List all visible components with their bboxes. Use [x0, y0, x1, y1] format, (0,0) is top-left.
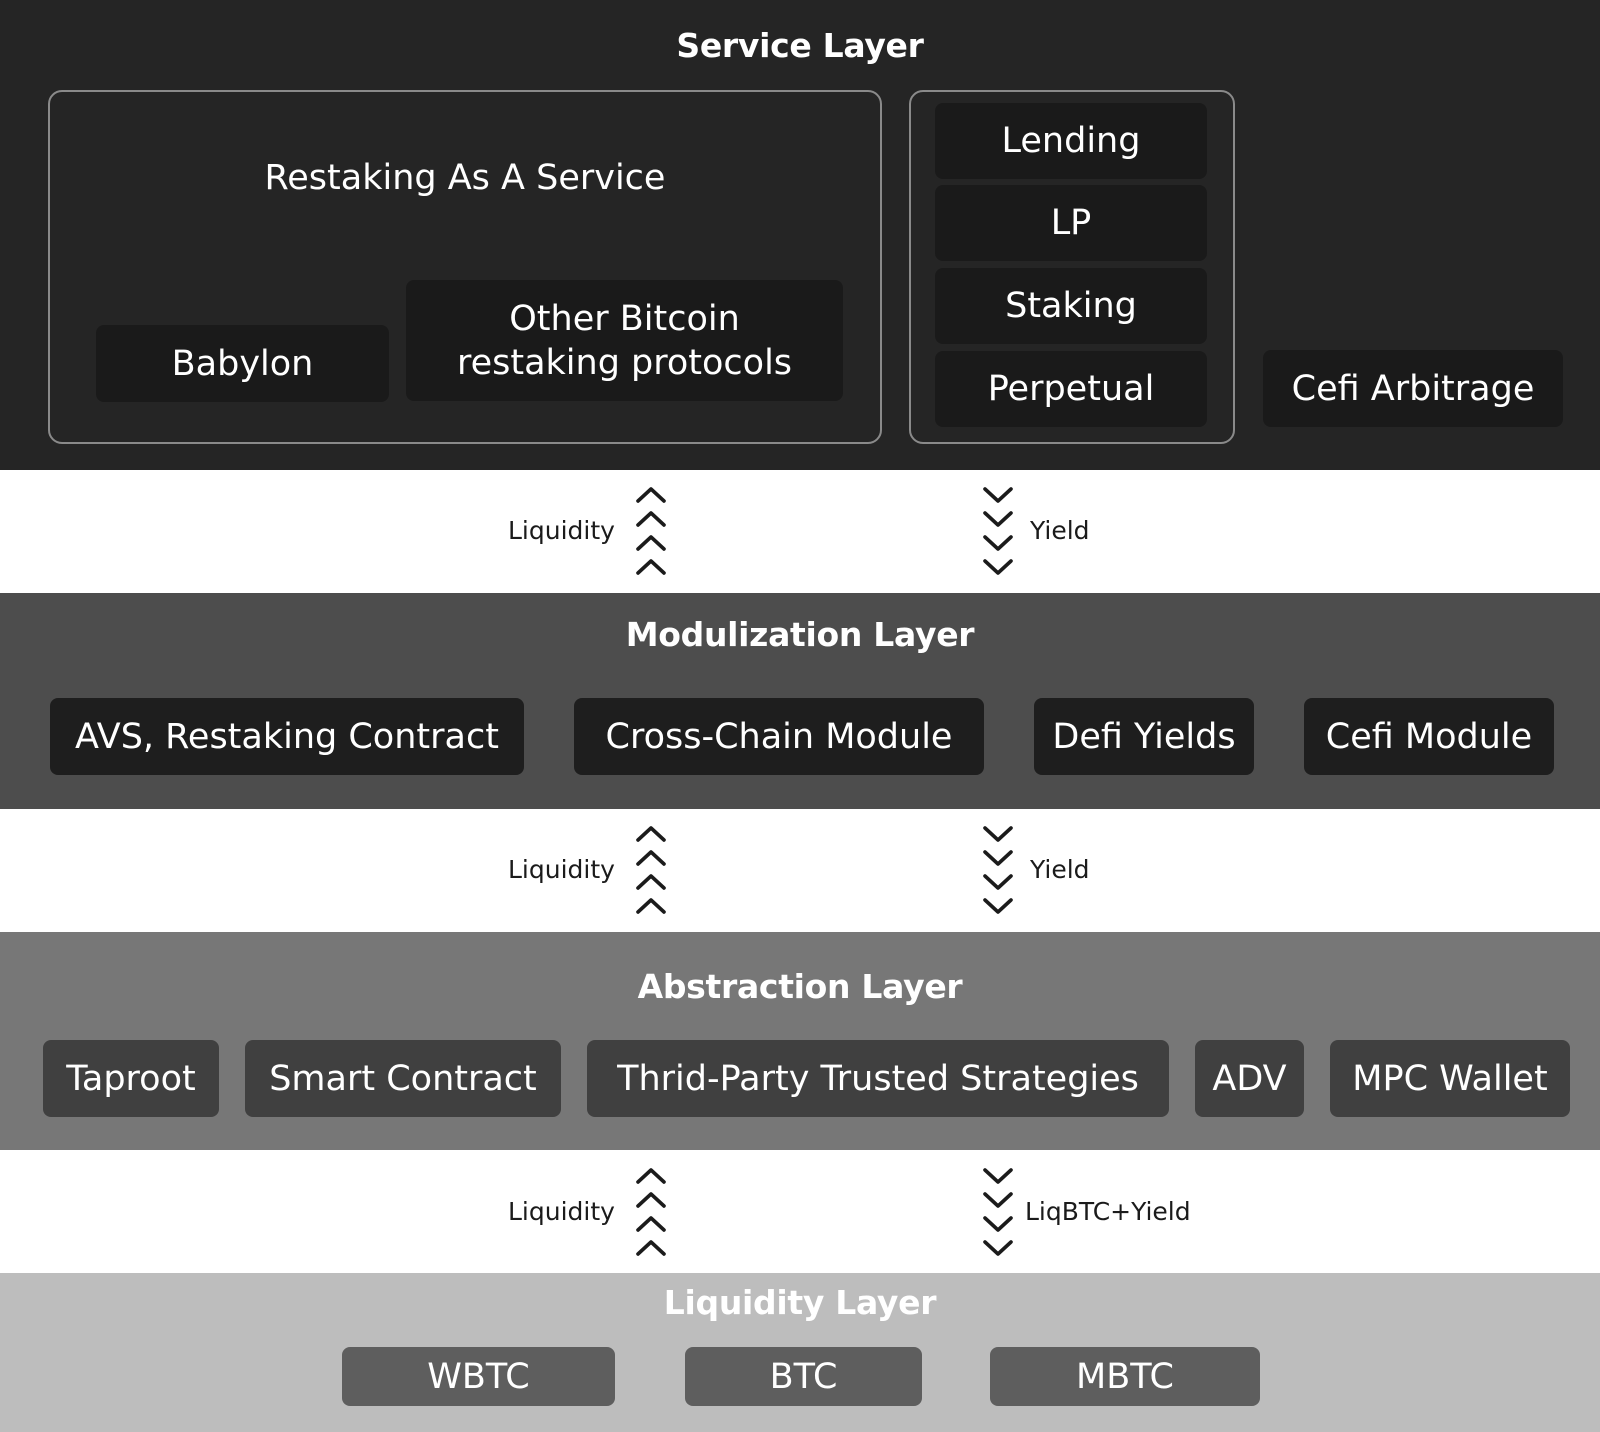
modulization-layer: Modulization Layer AVS, Restaking Contra…	[0, 593, 1600, 809]
staking-box: Staking	[935, 268, 1207, 344]
cefi-module-box: Cefi Module	[1304, 698, 1554, 775]
other-restaking-line-1: Other Bitcoin	[509, 298, 740, 339]
lending-box: Lending	[935, 103, 1207, 179]
abstraction-layer: Abstraction Layer Taproot Smart Contract…	[0, 932, 1600, 1150]
adv-box: ADV	[1195, 1040, 1304, 1117]
liquidity-layer-title: Liquidity Layer	[663, 1283, 937, 1322]
lp-box: LP	[935, 185, 1207, 261]
flow-1-yield-label: Yield	[1030, 516, 1090, 545]
abstraction-layer-title: Abstraction Layer	[637, 967, 963, 1006]
babylon-box: Babylon	[96, 325, 389, 402]
flow-2-down-chevrons-icon	[983, 826, 1013, 914]
flow-1-up-chevrons-icon	[636, 487, 666, 575]
other-restaking-protocols-box: Other Bitcoin restaking protocols	[406, 280, 843, 401]
wbtc-box: WBTC	[342, 1347, 615, 1406]
defi-services-group	[909, 90, 1235, 444]
mpc-wallet-box: MPC Wallet	[1330, 1040, 1570, 1117]
liquidity-layer: Liquidity Layer WBTC BTC MBTC	[0, 1273, 1600, 1432]
smart-contract-box: Smart Contract	[245, 1040, 561, 1117]
flow-3-up-chevrons-icon	[636, 1168, 666, 1256]
restaking-as-a-service-group	[48, 90, 882, 444]
mbtc-box: MBTC	[990, 1347, 1260, 1406]
cefi-arbitrage-box: Cefi Arbitrage	[1263, 350, 1563, 427]
taproot-box: Taproot	[43, 1040, 219, 1117]
flow-3-liquidity-label: Liquidity	[508, 1197, 615, 1226]
avs-restaking-contract-box: AVS, Restaking Contract	[50, 698, 524, 775]
flow-2-up-chevrons-icon	[636, 826, 666, 914]
service-layer-title: Service Layer	[676, 26, 924, 65]
other-restaking-line-2: restaking protocols	[456, 342, 793, 383]
flow-2-yield-label: Yield	[1030, 855, 1090, 884]
defi-yields-box: Defi Yields	[1034, 698, 1254, 775]
service-layer: Service Layer Restaking As A Service Bab…	[0, 0, 1600, 470]
flow-2-liquidity-label: Liquidity	[508, 855, 615, 884]
flow-1-liquidity-label: Liquidity	[508, 516, 615, 545]
flow-1-down-chevrons-icon	[983, 487, 1013, 575]
flow-3-down-chevrons-icon	[983, 1168, 1013, 1256]
modulization-layer-title: Modulization Layer	[625, 615, 975, 654]
third-party-trusted-strategies-box: Thrid-Party Trusted Strategies	[587, 1040, 1169, 1117]
flow-3-liqbtc-yield-label: LiqBTC+Yield	[1025, 1197, 1191, 1226]
perpetual-box: Perpetual	[935, 351, 1207, 427]
btc-box: BTC	[685, 1347, 922, 1406]
cross-chain-module-box: Cross-Chain Module	[574, 698, 984, 775]
restaking-as-a-service-title: Restaking As A Service	[264, 158, 666, 198]
